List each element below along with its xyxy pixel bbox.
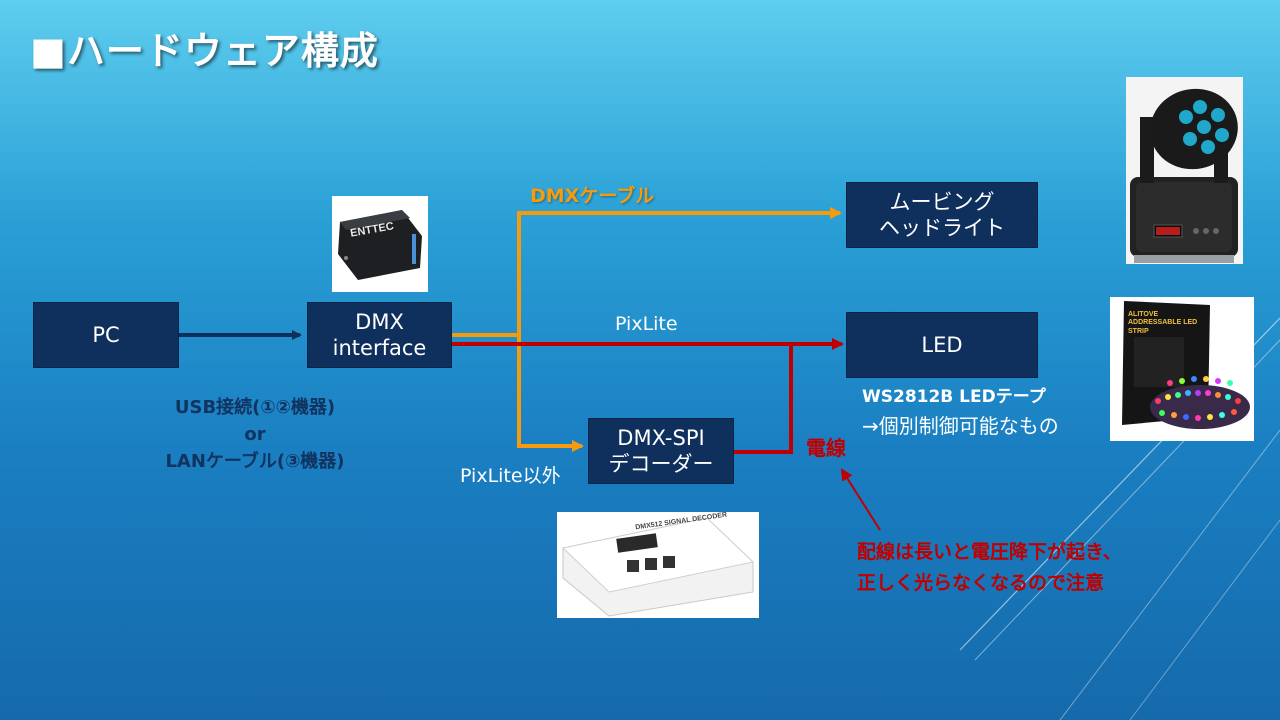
warning-note-line1: 配線は長いと電圧降下が起き、 bbox=[857, 541, 1122, 563]
pc-label: PC bbox=[92, 322, 120, 347]
led-box: LED bbox=[846, 312, 1038, 378]
warning-note-line2: 正しく光らなくなるので注意 bbox=[857, 572, 1105, 595]
dmx-interface-box: DMX interface bbox=[307, 302, 452, 368]
decoder-image bbox=[561, 517, 755, 617]
moving-head-box: ムービング ヘッドライト bbox=[846, 182, 1038, 248]
pixlite-other-label: PixLite以外 bbox=[460, 465, 561, 487]
dmx-cable-to-decoder-line bbox=[517, 335, 584, 452]
dmx-spi-decoder-box: DMX-SPI デコーダー bbox=[588, 418, 734, 484]
warning-arrow bbox=[840, 468, 881, 531]
dmx-spi-label-line2: デコーダー bbox=[608, 452, 714, 476]
connection-note-line1: USB接続(①②機器) bbox=[174, 397, 336, 418]
moving-head-image bbox=[1130, 88, 1238, 263]
dmx-cable-line bbox=[451, 207, 842, 337]
led-label: LED bbox=[921, 332, 963, 357]
led-strip-image bbox=[1122, 301, 1250, 429]
led-tape-label: WS2812B LEDテープ bbox=[862, 387, 1046, 407]
led-tape-note: →個別制御可能なもの bbox=[862, 414, 1059, 438]
moving-head-label-line2: ヘッドライト bbox=[879, 216, 1005, 240]
led-dots bbox=[1155, 376, 1241, 421]
pixlite-label: PixLite bbox=[615, 313, 678, 335]
connection-note: USB接続(①②機器) or LANケーブル(③機器) bbox=[130, 394, 380, 475]
connection-note-line2: or bbox=[244, 424, 266, 445]
connection-note-line3: LANケーブル(③機器) bbox=[165, 451, 345, 472]
dmx-cable-label: DMXケーブル bbox=[530, 185, 655, 207]
warning-note: 配線は長いと電圧降下が起き、 正しく光らなくなるので注意 bbox=[857, 537, 1122, 600]
dmx-interface-photo: ENTTEC bbox=[332, 196, 428, 292]
dmx-interface-label-line2: interface bbox=[332, 336, 427, 360]
moving-head-label-line1: ムービング bbox=[889, 189, 995, 214]
decoder-photo: DMX512 SIGNAL DECODER bbox=[557, 512, 759, 618]
power-line bbox=[733, 344, 793, 454]
led-strip-photo: ALITOVE ADDRESSABLE LED STRIP bbox=[1110, 297, 1254, 441]
slide-title: ■ハードウェア構成 bbox=[30, 29, 379, 73]
dmx-interface-label-line1: DMX bbox=[355, 309, 404, 334]
moving-head-photo bbox=[1126, 77, 1243, 264]
enttec-device-image bbox=[338, 210, 422, 280]
power-line-label: 電線 bbox=[806, 436, 846, 460]
dmx-spi-label-line1: DMX-SPI bbox=[617, 425, 705, 450]
led-strip-label: ALITOVE ADDRESSABLE LED STRIP bbox=[1128, 311, 1198, 335]
pc-box: PC bbox=[33, 302, 179, 368]
